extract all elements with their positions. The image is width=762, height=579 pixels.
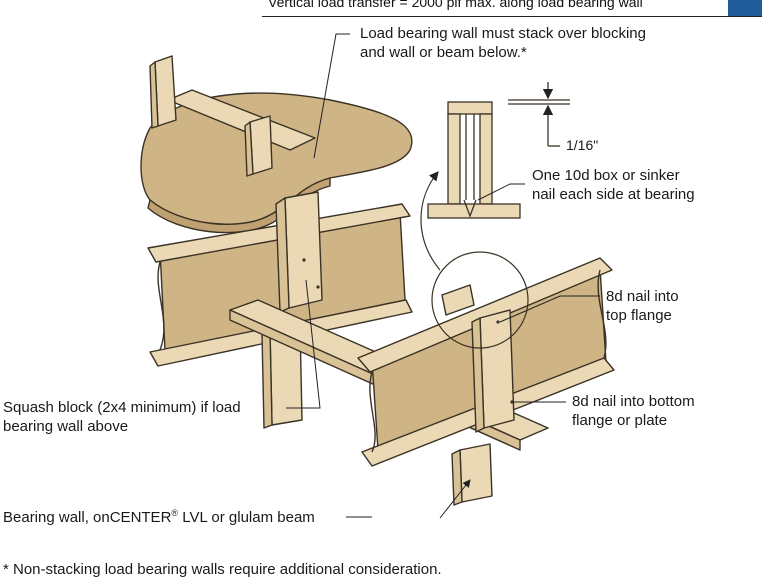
callout-top-flange: 8d nail into top flange — [606, 287, 679, 325]
leader-lines — [286, 33, 600, 519]
callout-box-nail: One 10d box or sinker nail each side at … — [532, 166, 695, 204]
callout-box-nail-line2: nail each side at bearing — [532, 186, 695, 203]
footnote-text: * Non-stacking load bearing walls requir… — [3, 561, 442, 578]
callout-bearing-wall: Bearing wall, onCENTER® LVL or glulam be… — [3, 508, 315, 527]
callout-bottom-flange: 8d nail into bottom flange or plate — [572, 392, 695, 430]
squash-block — [284, 191, 323, 309]
callout-gap: 1/16" — [566, 136, 598, 155]
right-joist-top-flange — [357, 257, 613, 373]
callout-gap-value: 1/16" — [566, 137, 599, 153]
right-vertical-stud — [479, 309, 515, 429]
callout-bearing-wall-suffix: LVL or glulam beam — [178, 509, 315, 526]
detail-callout-circle — [431, 251, 529, 349]
callout-squash-line2: bearing wall above — [3, 418, 129, 435]
framing-illustration — [140, 55, 615, 506]
right-blocking — [441, 284, 475, 316]
callout-stack-wall: Load bearing wall must stack over blocki… — [360, 24, 646, 62]
callout-stack-line2: and wall or beam below.* — [360, 44, 527, 61]
right-bearing-post — [459, 443, 493, 503]
bearing-detail-inset — [427, 82, 570, 219]
callout-stack-line1: Load bearing wall must stack over blocki… — [360, 25, 646, 42]
detail-arrow — [420, 171, 441, 271]
registered-mark: ® — [171, 508, 179, 518]
upper-stud-right — [249, 115, 273, 175]
header-text: Vertical load transfer = 2000 plf max. a… — [268, 0, 643, 10]
header-accent-block — [728, 0, 762, 16]
header-bar: Vertical load transfer = 2000 plf max. a… — [262, 0, 762, 17]
callout-bottom-flange-line1: 8d nail into bottom — [572, 393, 695, 410]
callout-bearing-wall-prefix: Bearing wall, onCENTER — [3, 509, 172, 526]
callout-top-flange-line1: 8d nail into — [606, 288, 679, 305]
callout-squash-line1: Squash block (2x4 minimum) if load — [3, 399, 241, 416]
callout-box-nail-line1: One 10d box or sinker — [532, 167, 680, 184]
callout-squash-block: Squash block (2x4 minimum) if load beari… — [3, 398, 241, 436]
callout-bottom-flange-line2: flange or plate — [572, 412, 668, 429]
footnote: * Non-stacking load bearing walls requir… — [3, 560, 442, 579]
callout-top-flange-line2: top flange — [606, 307, 672, 324]
